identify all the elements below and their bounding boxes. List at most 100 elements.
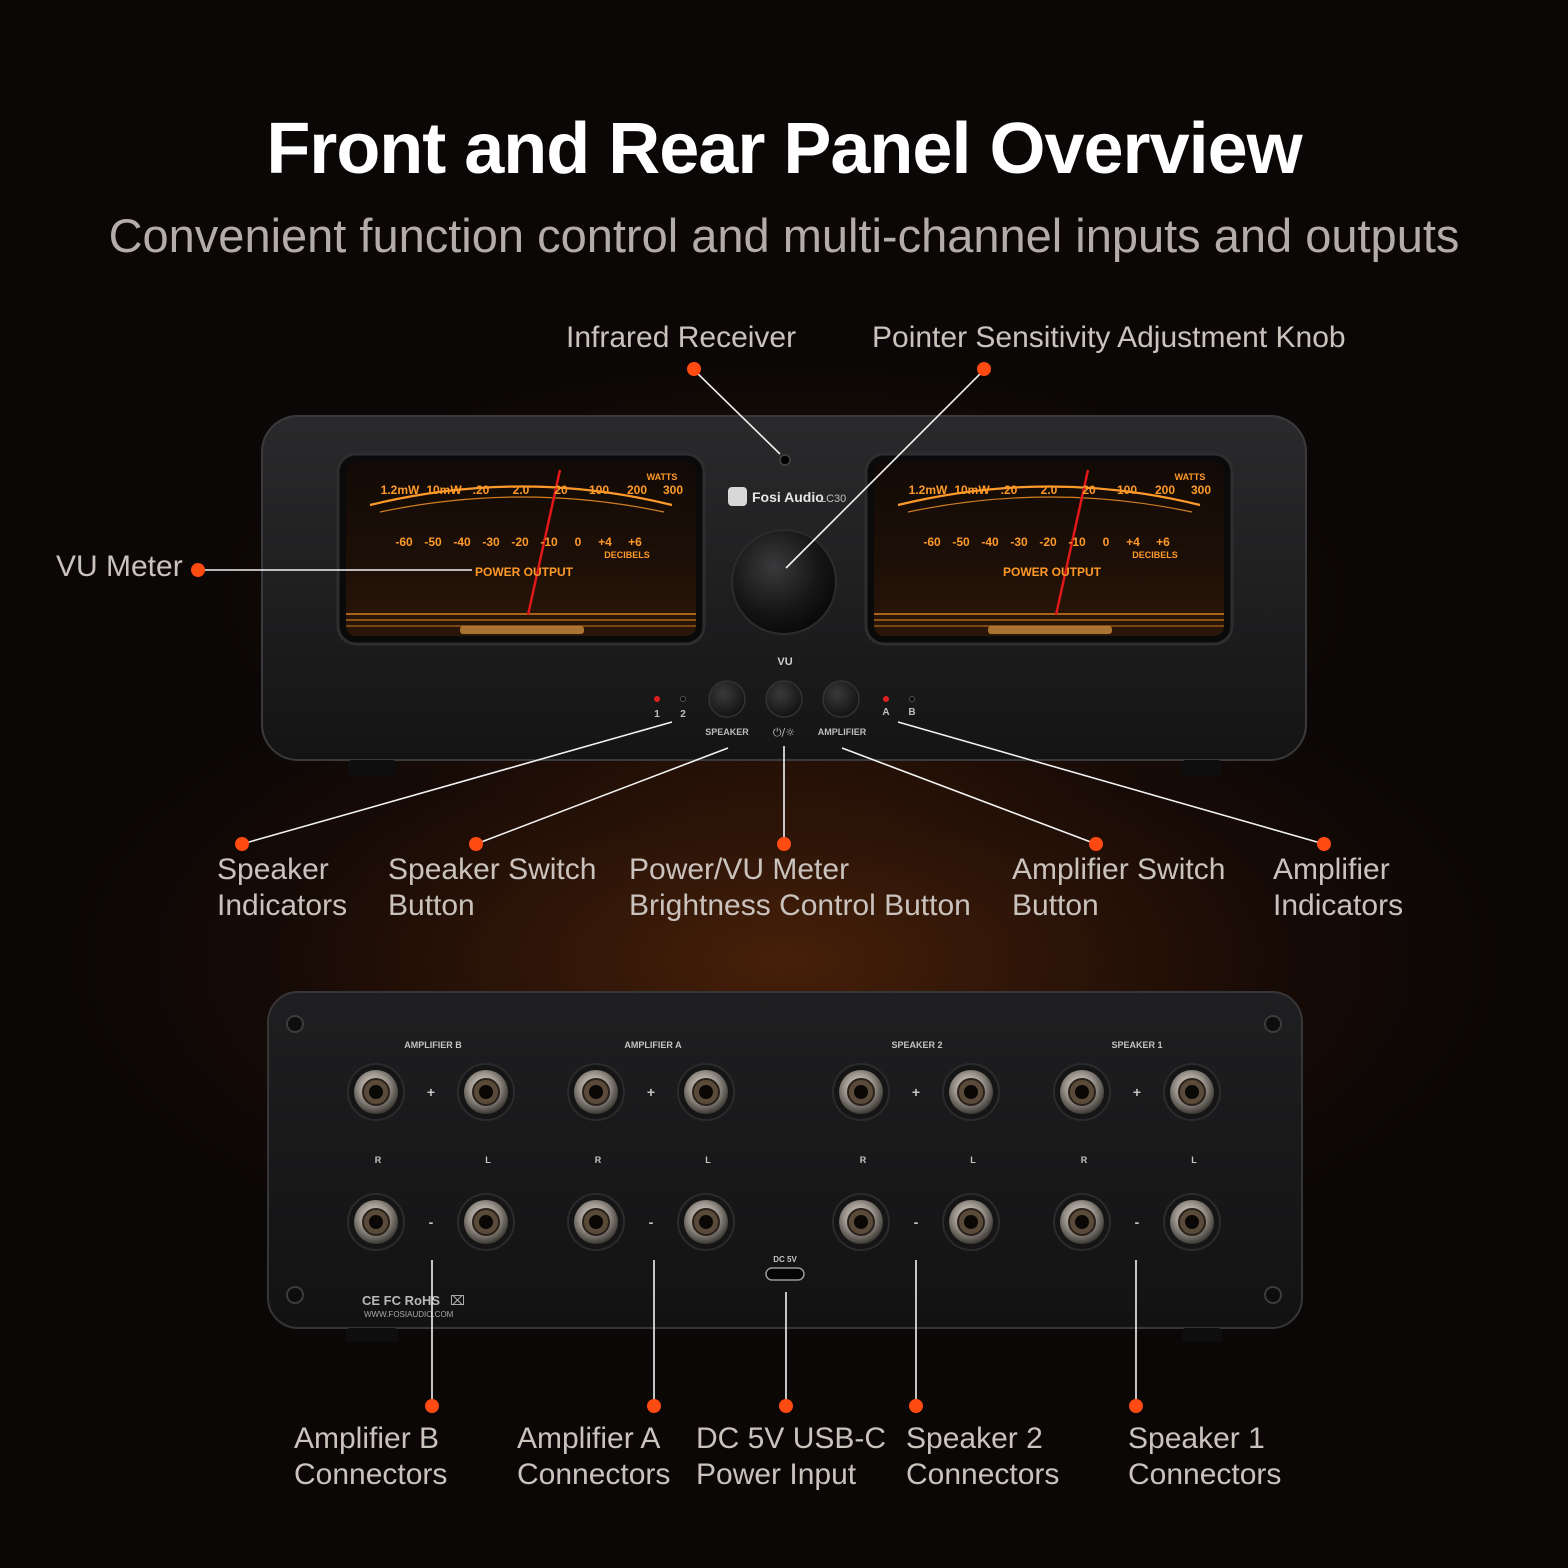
rear-panel: AMPLIFIER B AMPLIFIER A SPEAKER 2 SPEAKE… — [267, 991, 1303, 1342]
amplifier-switch-button[interactable] — [822, 680, 860, 718]
speaker-led-label: 2 — [680, 709, 686, 720]
polarity-plus: + — [647, 1084, 655, 1100]
binding-post[interactable] — [677, 1063, 735, 1121]
meter-db-label: -10 — [540, 535, 558, 549]
meter-tick-label: 10mW — [426, 483, 462, 497]
vu-label: VU — [777, 656, 792, 668]
speaker-led-1 — [654, 696, 660, 702]
binding-post[interactable] — [677, 1193, 735, 1251]
meter-power-output-label: POWER OUTPUT — [475, 565, 574, 579]
binding-posts — [347, 1063, 1221, 1251]
meter-db-label: -20 — [511, 535, 529, 549]
group-label-speaker-1: SPEAKER 1 — [1111, 1040, 1162, 1050]
speaker-button-label: SPEAKER — [705, 727, 749, 737]
callout-lines — [198, 369, 1325, 1406]
meter-db-label: -50 — [952, 535, 970, 549]
binding-post[interactable] — [1053, 1063, 1111, 1121]
screw-icon — [286, 1286, 304, 1304]
meter-db-label: -10 — [1068, 535, 1086, 549]
model-name: LC30 — [820, 493, 846, 505]
speaker-led-2 — [680, 696, 686, 702]
meter-decibels-label: DECIBELS — [604, 550, 650, 560]
front-panel: WATTS 1.2mW 10mW .20 2.0 20 100 200 300 … — [261, 415, 1307, 776]
polarity-minus: - — [1135, 1214, 1140, 1230]
vu-meter-left: WATTS 1.2mW 10mW .20 2.0 20 100 200 300 … — [336, 452, 706, 646]
binding-post[interactable] — [942, 1193, 1000, 1251]
channel-l-label: L — [485, 1155, 491, 1165]
meter-tick-label: 10mW — [954, 483, 990, 497]
meter-db-label: -60 — [395, 535, 413, 549]
amplifier-button-label: AMPLIFIER — [818, 727, 867, 737]
binding-post[interactable] — [567, 1063, 625, 1121]
polarity-plus: + — [912, 1084, 920, 1100]
meter-tick-label: 20 — [1082, 483, 1096, 497]
binding-post[interactable] — [347, 1063, 405, 1121]
meter-db-label: -30 — [1010, 535, 1028, 549]
power-button-label: ⏻/☼ — [773, 726, 795, 739]
meter-tick-label: 300 — [1191, 483, 1211, 497]
usb-c-port[interactable] — [765, 1267, 805, 1281]
brand-logo-icon — [728, 487, 747, 506]
screw-icon — [1264, 1015, 1282, 1033]
meter-db-label: -30 — [482, 535, 500, 549]
screw-icon — [286, 1015, 304, 1033]
meter-tick-label: 200 — [627, 483, 647, 497]
binding-post[interactable] — [1163, 1063, 1221, 1121]
page-subtitle: Convenient function control and multi-ch… — [108, 209, 1460, 262]
binding-post[interactable] — [457, 1063, 515, 1121]
binding-post[interactable] — [942, 1063, 1000, 1121]
speaker-switch-button[interactable] — [708, 680, 746, 718]
website-label: WWW.FOSIAUDIO.COM — [364, 1310, 454, 1319]
callout-sensitivity-knob: Pointer Sensitivity Adjustment Knob — [872, 321, 1346, 354]
channel-r-label: R — [375, 1155, 382, 1165]
meter-tick-label: 200 — [1155, 483, 1175, 497]
callout-infrared-receiver: Infrared Receiver — [566, 321, 797, 354]
amp-led-label: A — [882, 707, 889, 718]
page-title: Front and Rear Panel Overview — [266, 109, 1302, 189]
polarity-minus: - — [914, 1214, 919, 1230]
infrared-receiver — [779, 454, 791, 466]
callout-vu-meter: VU Meter — [56, 550, 183, 583]
sensitivity-knob[interactable] — [731, 529, 837, 635]
weee-bin-icon: ⌧ — [450, 1294, 465, 1309]
callout-dots — [191, 362, 1331, 1413]
meter-power-output-label: POWER OUTPUT — [1003, 565, 1102, 579]
binding-post[interactable] — [347, 1193, 405, 1251]
polarity-minus: - — [649, 1214, 654, 1230]
dc-label: DC 5V — [773, 1255, 797, 1264]
channel-r-label: R — [1081, 1155, 1088, 1165]
power-brightness-button[interactable] — [765, 680, 803, 718]
meter-tick-label: 1.2mW — [909, 483, 948, 497]
polarity-plus: + — [1133, 1084, 1141, 1100]
polarity-plus: + — [427, 1084, 435, 1100]
certification-marks: CE FC RoHS — [362, 1293, 440, 1308]
meter-tick-label: .20 — [473, 483, 490, 497]
meter-tick-label: 1.2mW — [381, 483, 420, 497]
meter-db-label: -40 — [981, 535, 999, 549]
amp-led-a — [883, 696, 889, 702]
group-label-amplifier-a: AMPLIFIER A — [624, 1040, 682, 1050]
meter-db-label: +6 — [628, 535, 642, 549]
screw-icon — [1264, 1286, 1282, 1304]
vu-meter-right: WATTS 1.2mW 10mW .20 2.0 20 100 200 300 … — [864, 452, 1234, 646]
meter-watts-label: WATTS — [647, 472, 678, 482]
meter-tick-label: .20 — [1001, 483, 1018, 497]
meter-db-label: +6 — [1156, 535, 1170, 549]
binding-post[interactable] — [832, 1063, 890, 1121]
binding-post[interactable] — [457, 1193, 515, 1251]
channel-l-label: L — [970, 1155, 976, 1165]
channel-r-label: R — [595, 1155, 602, 1165]
meter-tick-label: 100 — [1117, 483, 1137, 497]
binding-post[interactable] — [1163, 1193, 1221, 1251]
binding-post[interactable] — [567, 1193, 625, 1251]
binding-post[interactable] — [832, 1193, 890, 1251]
binding-post[interactable] — [1053, 1193, 1111, 1251]
meter-db-label: 0 — [575, 535, 582, 549]
meter-tick-label: 2.0 — [1041, 483, 1058, 497]
